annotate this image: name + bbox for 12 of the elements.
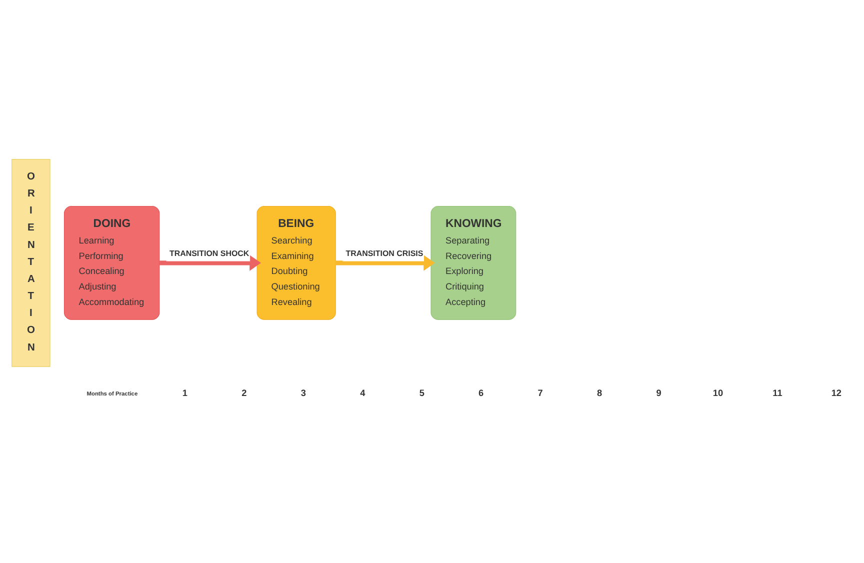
label: 2 bbox=[242, 388, 247, 398]
label: 8 bbox=[597, 388, 602, 398]
label: 4 bbox=[360, 388, 366, 398]
label: 12 bbox=[831, 388, 842, 398]
label: 10 bbox=[712, 388, 724, 398]
label: 7 bbox=[538, 388, 543, 398]
label: 5 bbox=[419, 388, 424, 398]
label: 6 bbox=[478, 388, 484, 398]
label: 3 bbox=[300, 388, 306, 398]
label: 1 bbox=[182, 388, 188, 398]
label: 9 bbox=[656, 388, 662, 398]
label: 11 bbox=[772, 388, 782, 398]
